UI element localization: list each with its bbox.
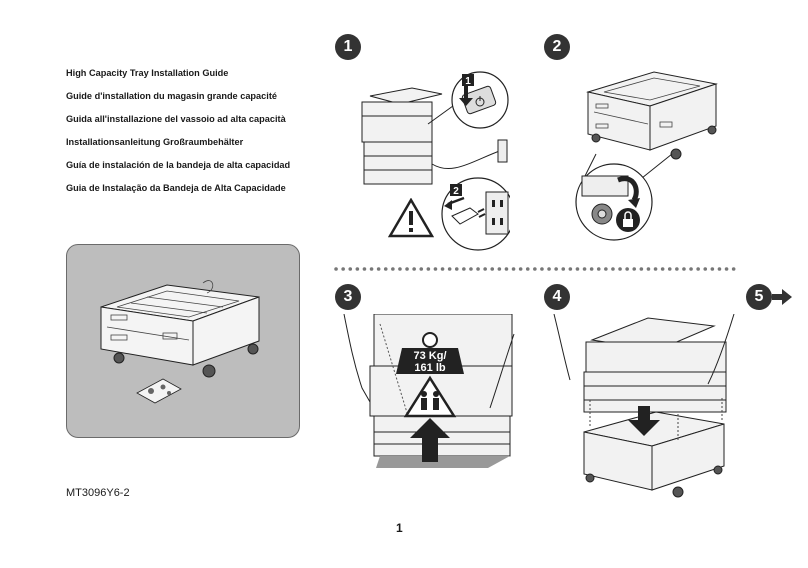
power-switch-icon (475, 96, 485, 107)
title-it: Guida all'installazione del vassoio ad a… (66, 114, 286, 124)
page-number: 1 (396, 521, 403, 535)
title-es: Guía de instalación de la bandeja de alt… (66, 160, 291, 170)
step-2-badge: 2 (544, 34, 570, 60)
step-5-badge: 5 (746, 284, 772, 310)
substep-1-label: 1 (465, 76, 471, 87)
warning-triangle-icon (388, 198, 434, 238)
step-4-panel (548, 314, 740, 502)
document-number: MT3096Y6-2 (66, 487, 130, 499)
section-separator (334, 267, 742, 271)
guide-titles: High Capacity Tray Installation Guide Gu… (66, 66, 326, 204)
substep-2-label: 2 (453, 186, 459, 197)
step-2-panel (574, 66, 724, 242)
substep-1-box (462, 74, 474, 86)
step-4-badge: 4 (544, 284, 570, 310)
tray-unit-step4 (583, 411, 725, 491)
step-3-badge: 3 (335, 284, 361, 310)
step-1-badge: 1 (335, 34, 361, 60)
weight-lb: 161 lb (414, 362, 445, 374)
next-step-indicator: 5 (746, 284, 792, 310)
lift-arrow-up-icon (410, 418, 450, 462)
two-person-lift-icon (403, 375, 457, 418)
unplug-callout: 2 (441, 177, 510, 251)
weight-label: 73 Kg/ 161 lb (396, 332, 464, 374)
title-pt: Guia de Instalação da Bandeja de Alta Ca… (66, 183, 286, 193)
title-en: High Capacity Tray Installation Guide (66, 68, 229, 78)
step-1-panel: 1 2 (352, 66, 510, 256)
printer-lower-illustration (583, 317, 727, 413)
lower-arrow-down-icon (628, 406, 660, 436)
tray-unit-step2 (586, 71, 718, 151)
title-fr: Guide d'installation du magasin grande c… (66, 91, 277, 101)
power-plug-icon (451, 207, 486, 225)
power-switch-callout: 1 (451, 71, 509, 129)
printer-illustration (361, 87, 443, 185)
wall-outlet (497, 139, 508, 163)
product-contents-panel (66, 244, 300, 438)
substep-2-box (450, 184, 462, 196)
weight-kg: 73 Kg/ (413, 350, 446, 362)
next-step-arrow-icon (772, 289, 792, 305)
title-de: Installationsanleitung Großraumbehälter (66, 137, 244, 147)
tray-unit-illustration (100, 280, 260, 404)
lock-icon (616, 208, 640, 232)
step-3-panel: 73 Kg/ 161 lb (340, 314, 518, 472)
